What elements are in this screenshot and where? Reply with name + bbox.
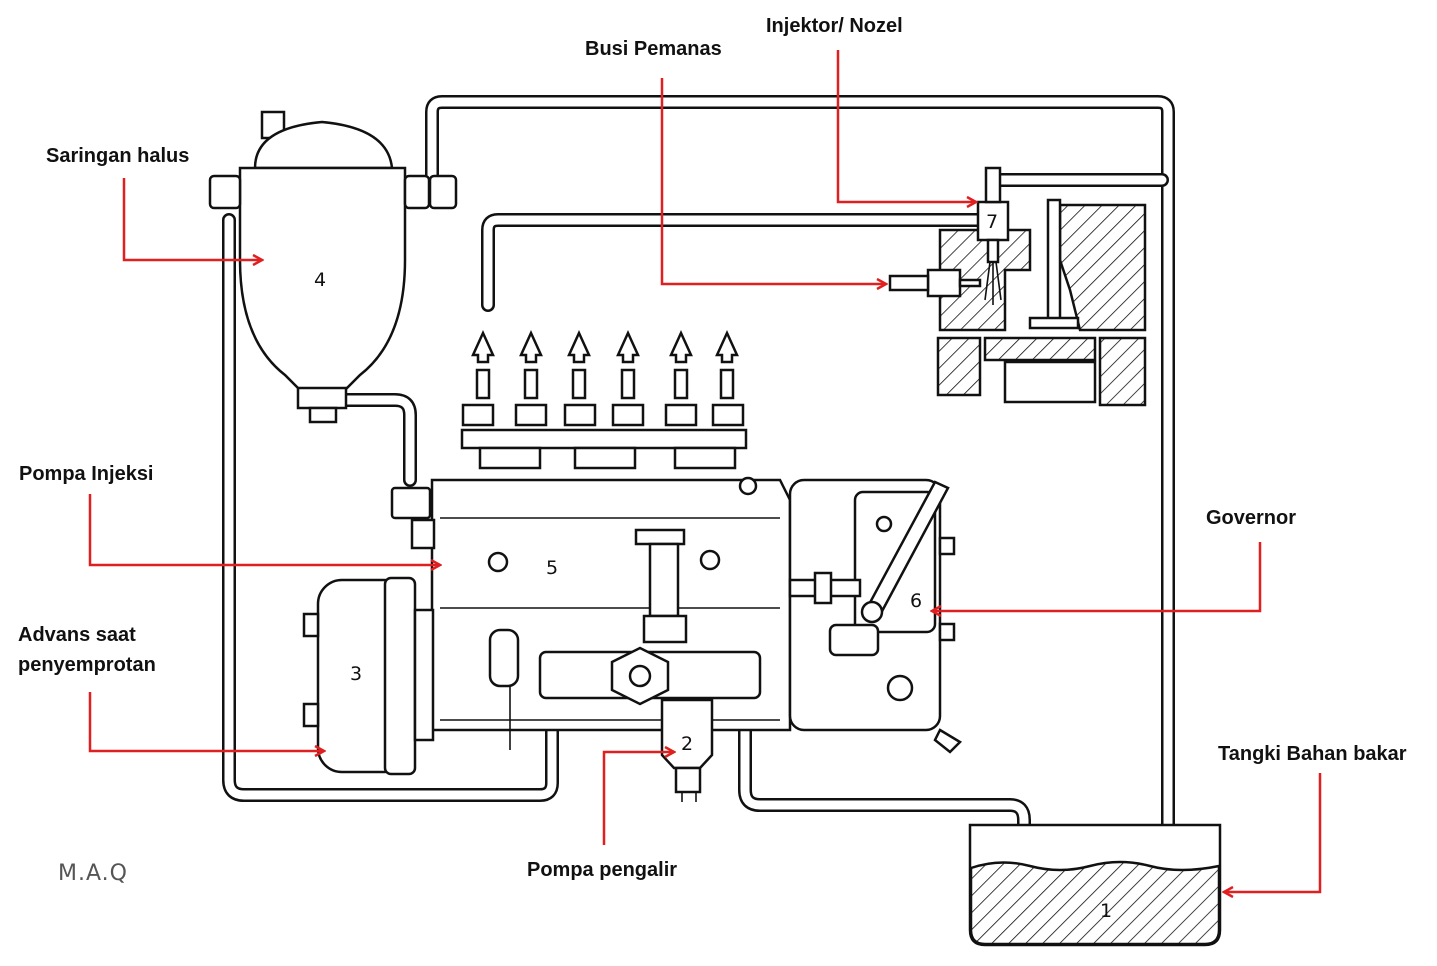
label-pompa-injeksi: Pompa Injeksi: [19, 463, 154, 485]
arrow-pompa-pengalir: [602, 752, 674, 845]
fuel-pipes: [222, 95, 1175, 919]
arrow-pompa-injeksi: [88, 494, 440, 565]
number-3-advance: 3: [350, 663, 362, 685]
label-advans-line2: penyemprotan: [18, 654, 156, 676]
arrow-tangki: [1224, 773, 1322, 892]
label-advans-line1: Advans saat: [18, 624, 136, 646]
governor: [788, 478, 963, 754]
label-injektor: Injektor/ Nozel: [766, 15, 903, 37]
fuel-tank: [968, 823, 1222, 947]
arrow-saringan: [122, 178, 262, 260]
injection-pump: [390, 476, 792, 750]
delivery-outlets: [460, 329, 748, 470]
signature: M.A.Q: [58, 861, 128, 886]
arrow-governor: [932, 542, 1262, 611]
label-busi-pemanas: Busi Pemanas: [585, 38, 722, 60]
engine-cylinder: [888, 166, 1147, 407]
number-4-filter: 4: [314, 269, 326, 291]
timing-advance: [302, 576, 435, 776]
label-governor: Governor: [1206, 507, 1296, 529]
arrow-injektor: [836, 50, 976, 202]
number-5-injection-pump: 5: [546, 557, 558, 579]
number-1-tank: 1: [1100, 900, 1112, 922]
number-2-feed-pump: 2: [681, 733, 693, 755]
arrow-busi: [660, 78, 886, 284]
label-pompa-pengalir: Pompa pengalir: [527, 859, 677, 881]
number-6-governor: 6: [910, 590, 922, 612]
arrow-advans: [88, 692, 324, 751]
fuel-filter: [208, 110, 458, 424]
leader-arrows: [88, 50, 1322, 892]
number-7-injector: 7: [986, 211, 998, 233]
label-saringan-halus: Saringan halus: [46, 145, 189, 167]
label-tangki: Tangki Bahan bakar: [1218, 743, 1407, 765]
